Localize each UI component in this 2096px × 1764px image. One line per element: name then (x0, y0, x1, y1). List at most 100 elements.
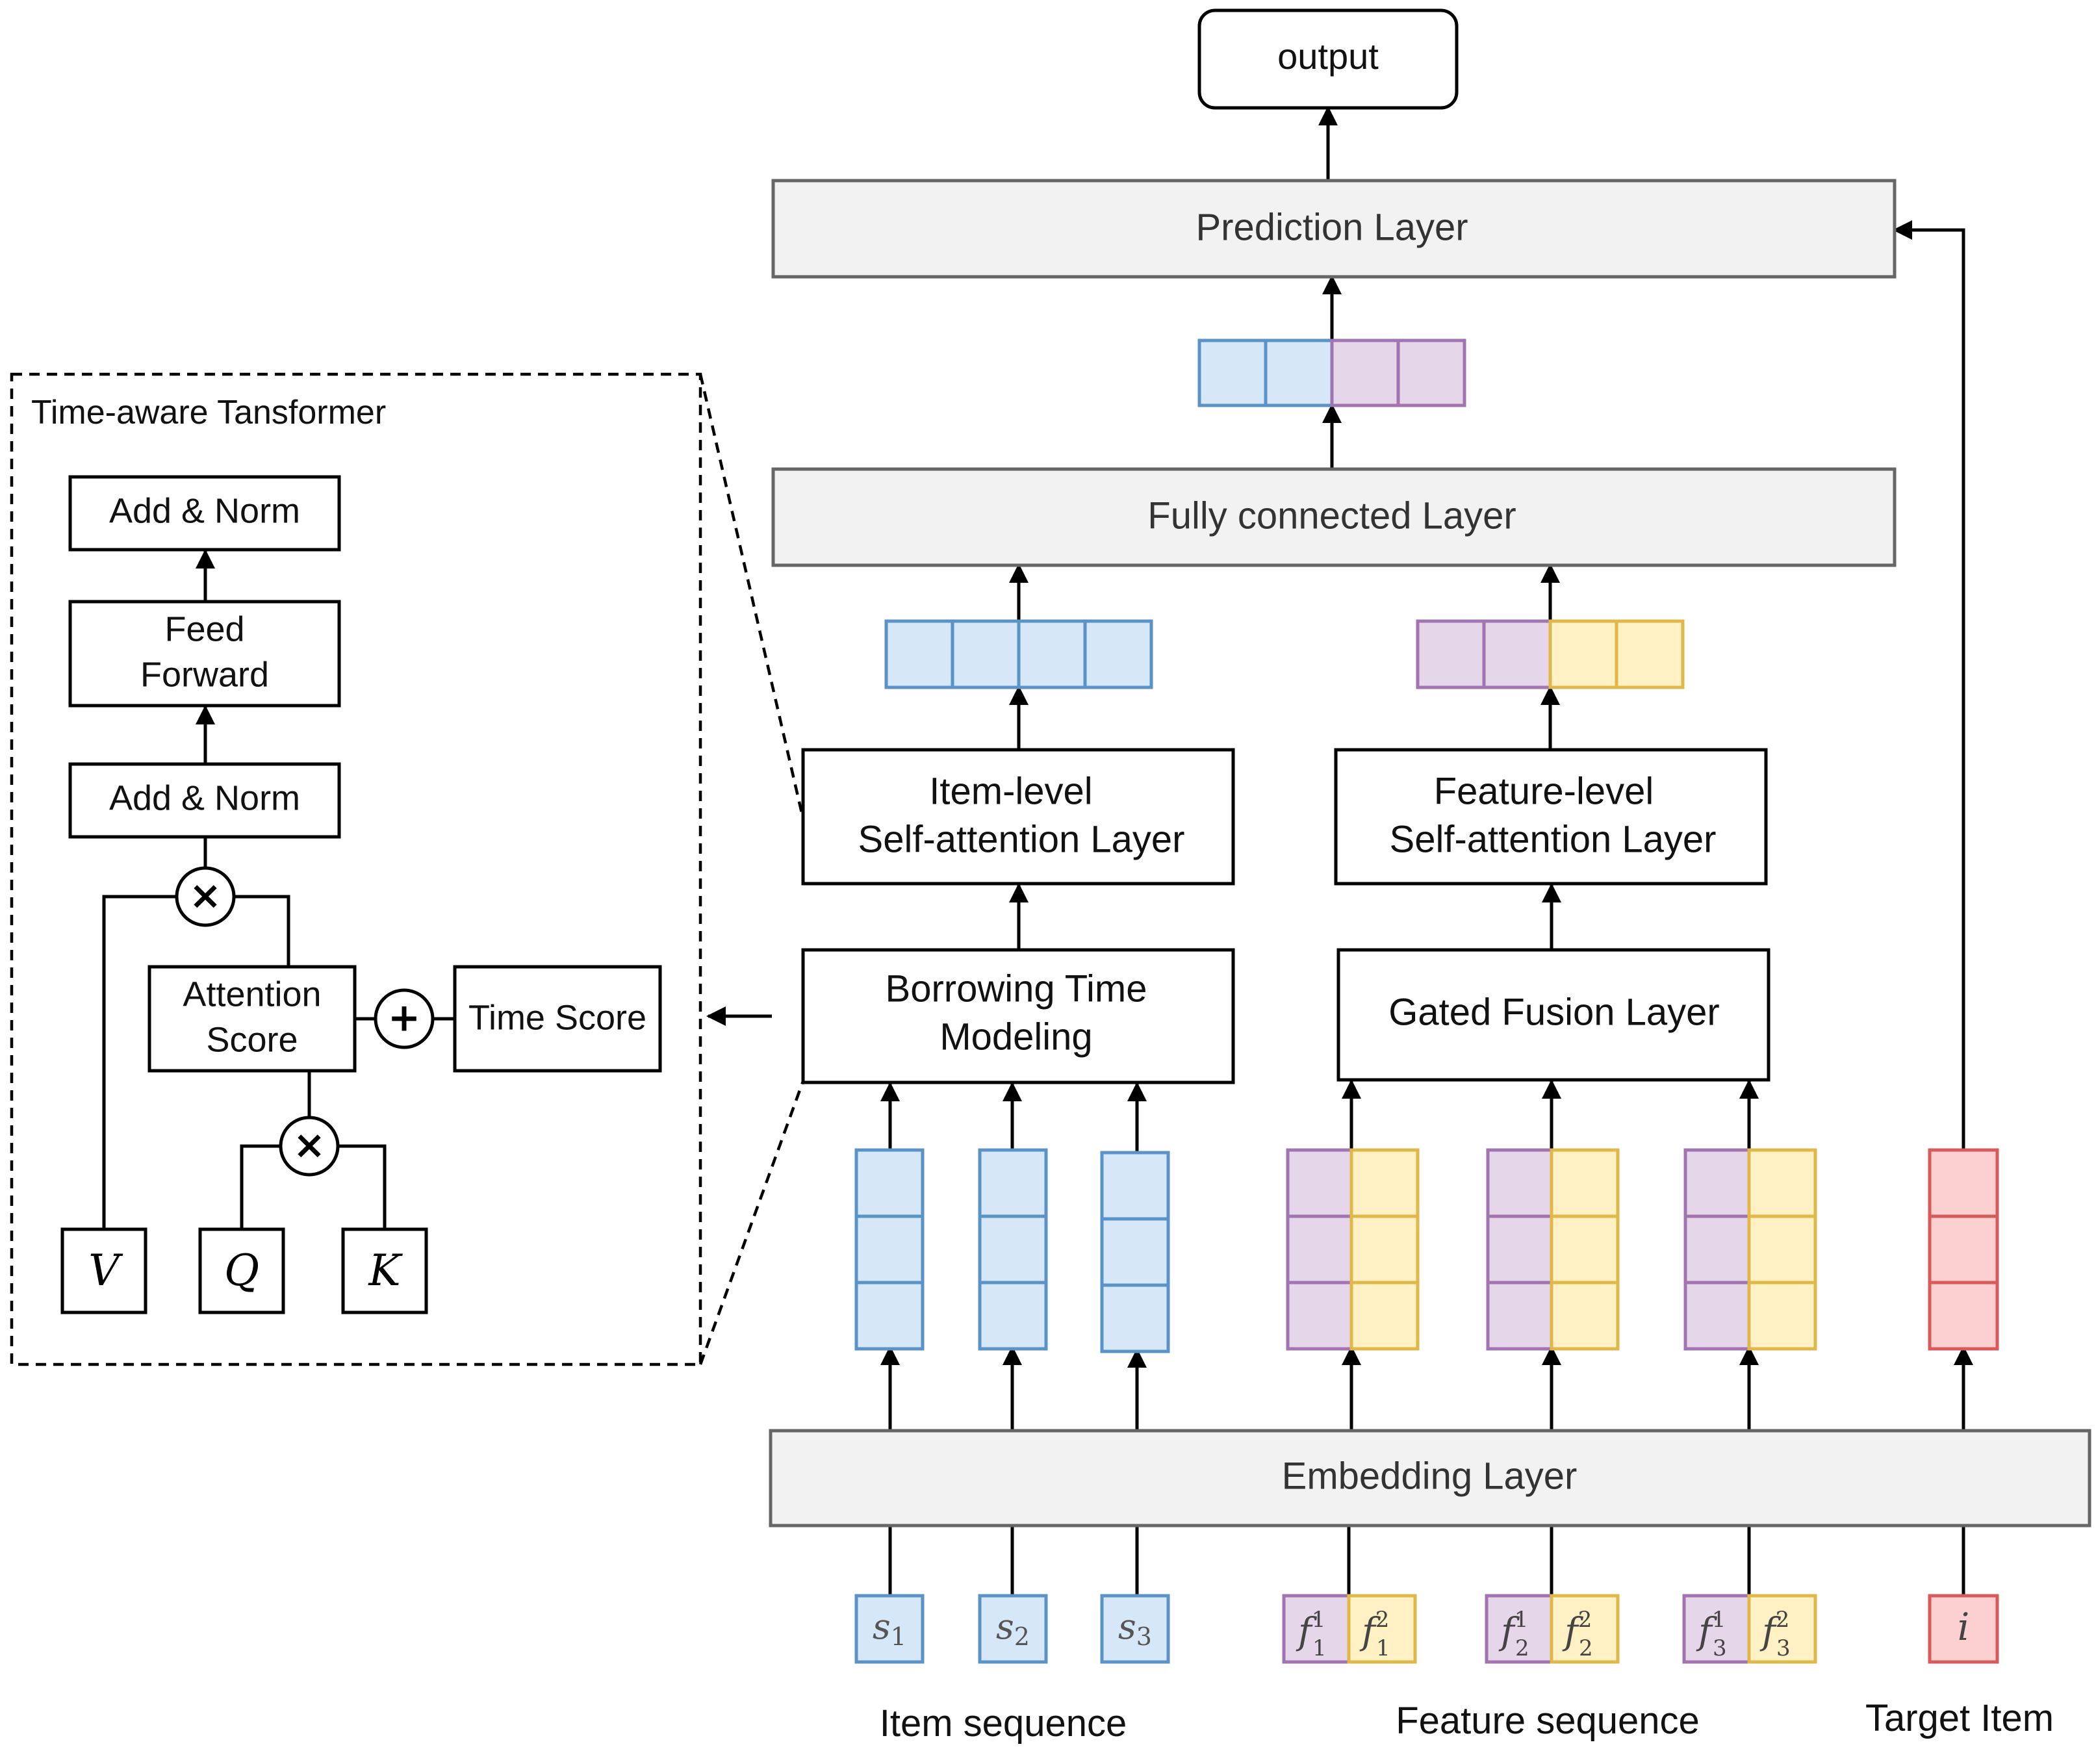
item-output-vector (884, 619, 1153, 689)
gated-fusion-label: Gated Fusion Layer (1388, 991, 1719, 1033)
svg-text:f11: f11 (1296, 1607, 1327, 1661)
times-icon: × (189, 873, 222, 919)
zoom-line-bottom (698, 1080, 805, 1365)
s1-sub: 1 (891, 1622, 906, 1651)
gated-fusion-layer: Gated Fusion Layer (1336, 948, 1770, 1082)
f22-sup: 2 (1578, 1607, 1592, 1633)
input-target-item: i (1928, 1594, 1999, 1664)
caption-feature-sequence: Feature sequence (1396, 1700, 1700, 1742)
inset-add-op: + (374, 988, 435, 1049)
k-label: K (368, 1246, 403, 1296)
feature-embedding-f2 (1486, 1148, 1620, 1351)
caption-target-item: Target Item (1865, 1697, 2054, 1739)
concat-vector (1197, 339, 1466, 407)
inset-line-v-to-times (102, 895, 177, 1228)
svg-text:f23: f23 (1759, 1607, 1791, 1661)
fully-connected-layer: Fully connected Layer (771, 467, 1897, 567)
arrow-target-to-prediction (1893, 220, 1965, 1150)
attention-score-line2: Score (206, 1020, 298, 1059)
q-label: Q (224, 1246, 259, 1296)
prediction-layer: Prediction Layer (771, 179, 1897, 279)
svg-text:f12: f12 (1498, 1607, 1529, 1661)
svg-text:f22: f22 (1562, 1607, 1593, 1661)
target-embedding (1928, 1148, 1999, 1351)
inset-line-q-to-times2 (240, 1144, 281, 1228)
add-norm-top-label: Add & Norm (109, 491, 300, 530)
embedding-layer: Embedding Layer (769, 1429, 2091, 1528)
f11-sub: 1 (1312, 1635, 1327, 1661)
s3-sub: 3 (1136, 1622, 1152, 1651)
feed-forward-line2: Forward (140, 655, 269, 694)
inset-time-score: Time Score (453, 965, 662, 1073)
plus-icon: + (388, 995, 420, 1041)
f12-sup: 2 (1375, 1607, 1390, 1633)
time-modeling-line2: Modeling (939, 1016, 1092, 1058)
feature-embedding-f1 (1286, 1148, 1420, 1351)
f31-sup: 1 (1712, 1607, 1726, 1633)
feature-attn-line2: Self-attention Layer (1390, 818, 1717, 860)
item-embedding-s2 (978, 1148, 1048, 1351)
inset-line-k-to-times2 (338, 1144, 387, 1228)
f11-sup: 1 (1312, 1607, 1326, 1633)
embedding-layer-label: Embedding Layer (1282, 1455, 1578, 1497)
svg-text:s2: s2 (996, 1606, 1030, 1651)
inset-line-attn-to-times (234, 895, 290, 965)
f21-sup: 1 (1514, 1607, 1529, 1633)
inset-title: Time-aware Tansformer (31, 394, 386, 431)
inset-add-norm-top: Add & Norm (68, 475, 341, 552)
caption-item-sequence: Item sequence (880, 1702, 1127, 1745)
f22-sub: 2 (1579, 1635, 1593, 1661)
item-embedding-s1 (854, 1148, 925, 1351)
time-score-label: Time Score (468, 998, 646, 1037)
inset-feed-forward: Feed Forward (68, 600, 341, 708)
add-norm-bottom-label: Add & Norm (109, 778, 300, 817)
feature-embedding-f3 (1683, 1148, 1817, 1351)
times-icon: × (293, 1123, 326, 1168)
input-s3: s3 (1100, 1594, 1170, 1664)
output-node: output (1197, 8, 1459, 110)
inset-multiply-op-top: × (175, 866, 236, 927)
s1-base: s (873, 1606, 891, 1647)
inset-q-node: Q (198, 1227, 285, 1314)
f21-sub: 2 (1515, 1635, 1529, 1661)
f31-sub: 3 (1713, 1635, 1727, 1661)
inset-multiply-op-bottom: × (279, 1116, 340, 1177)
feature-output-vector (1416, 619, 1685, 689)
prediction-layer-label: Prediction Layer (1195, 206, 1468, 248)
inset-frame (10, 372, 805, 1366)
target-item-symbol: i (1958, 1605, 1970, 1649)
item-embedding-s3 (1100, 1151, 1170, 1353)
item-attn-line1: Item-level (929, 770, 1092, 812)
s3-base: s (1118, 1606, 1136, 1647)
f32-sub: 3 (1776, 1635, 1791, 1661)
inset-add-norm-bottom: Add & Norm (68, 762, 341, 839)
svg-text:f21: f21 (1359, 1607, 1390, 1661)
zoom-line-top (698, 374, 805, 819)
output-label: output (1277, 36, 1379, 77)
feed-forward-line1: Feed (164, 609, 244, 648)
s2-sub: 2 (1014, 1622, 1030, 1651)
input-s2: s2 (978, 1594, 1048, 1664)
inset-attention-score: Attention Score (147, 965, 357, 1073)
item-self-attention-layer: Item-level Self-attention Layer (801, 748, 1235, 886)
time-modeling-line1: Borrowing Time (886, 967, 1147, 1010)
svg-text:s1: s1 (873, 1606, 906, 1651)
attention-score-line1: Attention (183, 975, 321, 1014)
inset-v-node: V (60, 1227, 147, 1314)
f32-sup: 2 (1776, 1607, 1790, 1633)
svg-text:s3: s3 (1118, 1606, 1152, 1651)
fully-connected-label: Fully connected Layer (1147, 494, 1516, 537)
svg-text:f13: f13 (1696, 1607, 1727, 1661)
item-attn-line2: Self-attention Layer (858, 818, 1185, 860)
inset-k-node: K (341, 1227, 428, 1314)
s2-base: s (996, 1606, 1014, 1647)
connectors (102, 106, 1973, 1596)
feature-self-attention-layer: Feature-level Self-attention Layer (1334, 748, 1768, 886)
feature-attn-line1: Feature-level (1434, 770, 1654, 812)
input-s1: s1 (854, 1594, 925, 1664)
